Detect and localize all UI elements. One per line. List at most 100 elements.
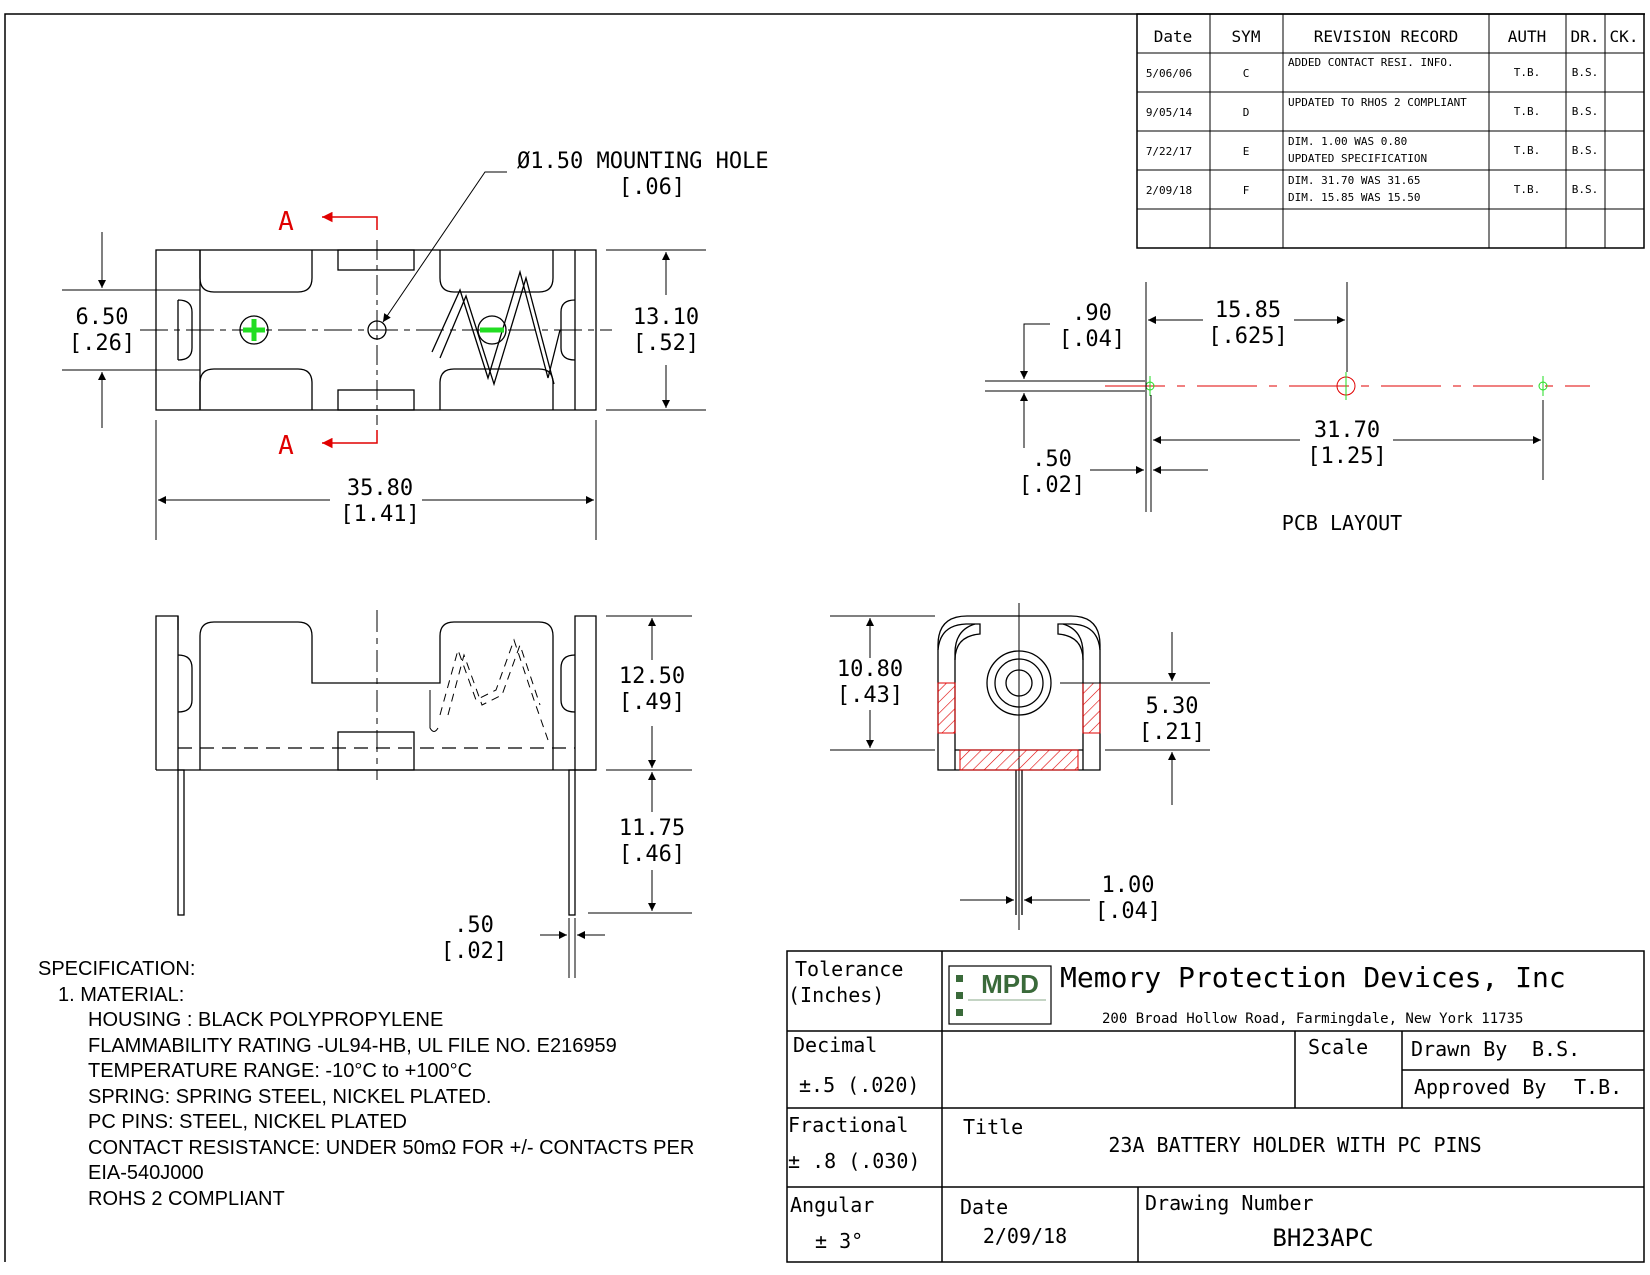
rev-row-sym: E: [1243, 145, 1250, 158]
fractional-label: Fractional: [788, 1113, 908, 1137]
sheet-border: [4, 13, 1645, 1262]
rev-header-sym: SYM: [1232, 27, 1261, 46]
rev-row-sym: F: [1243, 184, 1250, 197]
approved-by-value: T.B.: [1574, 1075, 1622, 1099]
rev-row-auth: T.B.: [1514, 183, 1541, 196]
end-view: [937, 603, 1101, 930]
spec-heading: SPECIFICATION:: [38, 958, 196, 980]
rev-header-dr: DR.: [1571, 27, 1600, 46]
end-dim-pin-mm: 1.00: [1102, 873, 1155, 898]
spec-line: EIA-540J000: [88, 1162, 204, 1184]
side-dim-pin-in: [.02]: [441, 939, 507, 964]
rev-row-record: DIM. 15.85 WAS 15.50: [1288, 191, 1420, 204]
company-name: Memory Protection Devices, Inc: [1060, 961, 1566, 994]
end-dimensions: [830, 615, 1210, 904]
rev-row-date: 9/05/14: [1146, 106, 1193, 119]
pcb-dim-full-mm: 31.70: [1314, 418, 1380, 443]
spec-line: SPRING: SPRING STEEL, NICKEL PLATED.: [88, 1085, 492, 1108]
dim-35-80: [155, 420, 597, 540]
end-dim-height-mm: 10.80: [837, 657, 903, 682]
revision-table: Date SYM REVISION RECORD AUTH DR. CK. 5/…: [1136, 13, 1645, 249]
rev-row-record: UPDATED SPECIFICATION: [1288, 152, 1427, 165]
rev-row-dr: B.S.: [1572, 144, 1599, 157]
pcb-dimensions: [985, 282, 1544, 512]
end-dim-center-mm: 5.30: [1146, 694, 1199, 719]
drawing-number: BH23APC: [1272, 1224, 1373, 1252]
mounting-hole-label: Ø1.50 MOUNTING HOLE: [517, 149, 769, 174]
pcb-dim-pin-in: [.02]: [1019, 473, 1085, 498]
end-dim-height-in: [.43]: [837, 683, 903, 708]
section-label-a: A: [278, 431, 294, 461]
rev-header-auth: AUTH: [1508, 27, 1547, 46]
logo-text: MPD: [981, 969, 1039, 999]
dim-top-length-mm: 35.80: [347, 476, 413, 501]
angular-value: ± 3°: [815, 1229, 863, 1253]
dim-top-height-mm: 13.10: [633, 305, 699, 330]
dim-top-height-in: [.52]: [633, 331, 699, 356]
decimal-value: ±.5 (.020): [799, 1073, 919, 1097]
pcb-dim-half-mm: 15.85: [1215, 298, 1281, 323]
specification-notes: SPECIFICATION: 1. MATERIAL: HOUSING : BL…: [38, 957, 694, 1212]
rev-row-auth: T.B.: [1514, 144, 1541, 157]
rev-row-record: UPDATED TO RHOS 2 COMPLIANT: [1288, 96, 1467, 109]
fractional-value: ± .8 (.030): [788, 1149, 920, 1173]
end-dim-center-in: [.21]: [1139, 720, 1205, 745]
section-label-a: A: [278, 207, 294, 237]
top-view: [140, 249, 612, 411]
dim-top-length-in: [1.41]: [340, 502, 419, 527]
approved-by-label: Approved By: [1414, 1075, 1546, 1099]
end-view-hatch: [937, 682, 1101, 771]
spec-line: TEMPERATURE RANGE: -10°C to +100°C: [88, 1060, 473, 1082]
dim-top-width-mm: 6.50: [76, 305, 129, 330]
rev-row-auth: T.B.: [1514, 105, 1541, 118]
side-dimensions: [540, 615, 692, 978]
spec-line: HOUSING : BLACK POLYPROPYLENE: [88, 1009, 444, 1031]
rev-row-dr: B.S.: [1572, 183, 1599, 196]
side-dim-pin-len-mm: 11.75: [619, 816, 685, 841]
mounting-hole-leader: [382, 171, 507, 323]
section-line-a: [322, 211, 378, 449]
rev-row-date: 7/22/17: [1146, 145, 1192, 158]
side-dim-pin-mm: .50: [454, 913, 494, 938]
rev-row-date: 5/06/06: [1146, 67, 1192, 80]
rev-row-sym: D: [1243, 106, 1250, 119]
pcb-layout-title: PCB LAYOUT: [1282, 511, 1402, 535]
dim-13-10: [606, 249, 706, 411]
scale-label: Scale: [1308, 1035, 1368, 1059]
pcb-dim-pin-mm: .50: [1032, 447, 1072, 472]
rev-row-record: ADDED CONTACT RESI. INFO.: [1288, 56, 1454, 69]
pcb-dim-half-in: [.625]: [1208, 324, 1287, 349]
end-dim-pin-in: [.04]: [1095, 899, 1161, 924]
rev-header-ck: CK.: [1610, 27, 1639, 46]
pcb-dim-full-in: [1.25]: [1307, 444, 1386, 469]
angular-label: Angular: [790, 1193, 874, 1217]
mounting-hole-inch: [.06]: [619, 175, 685, 200]
pcb-layout: [1105, 372, 1590, 400]
company-logo: MPD: [948, 965, 1052, 1025]
title-block: [786, 950, 1645, 1263]
rev-row-auth: T.B.: [1514, 66, 1541, 79]
pcb-dim-pad-in: [.04]: [1059, 327, 1125, 352]
side-dim-pin-len-in: [.46]: [619, 842, 685, 867]
tolerance-unit: (Inches): [788, 983, 884, 1007]
decimal-label: Decimal: [793, 1033, 877, 1057]
tolerance-label: Tolerance: [795, 957, 903, 981]
drawing-number-label: Drawing Number: [1145, 1191, 1314, 1215]
drawing-title: 23A BATTERY HOLDER WITH PC PINS: [1108, 1133, 1481, 1157]
rev-row-dr: B.S.: [1572, 105, 1599, 118]
spec-line: ROHS 2 COMPLIANT: [88, 1187, 285, 1210]
spec-line: FLAMMABILITY RATING -UL94-HB, UL FILE NO…: [88, 1034, 617, 1057]
company-address: 200 Broad Hollow Road, Farmingdale, New …: [1102, 1011, 1523, 1027]
title-label: Title: [963, 1115, 1023, 1139]
rev-row-record: DIM. 31.70 WAS 31.65: [1288, 174, 1420, 187]
positive-terminal-mark: [243, 319, 265, 341]
rev-row-dr: B.S.: [1572, 66, 1599, 79]
rev-row-record: DIM. 1.00 WAS 0.80: [1288, 135, 1407, 148]
spec-section: 1. MATERIAL:: [58, 983, 185, 1006]
side-dim-height-in: [.49]: [619, 690, 685, 715]
rev-row-sym: C: [1243, 67, 1250, 80]
rev-header-record: REVISION RECORD: [1314, 27, 1459, 46]
date-value: 2/09/18: [983, 1224, 1067, 1248]
spec-line: CONTACT RESISTANCE: UNDER 50mΩ FOR +/- C…: [88, 1136, 695, 1159]
